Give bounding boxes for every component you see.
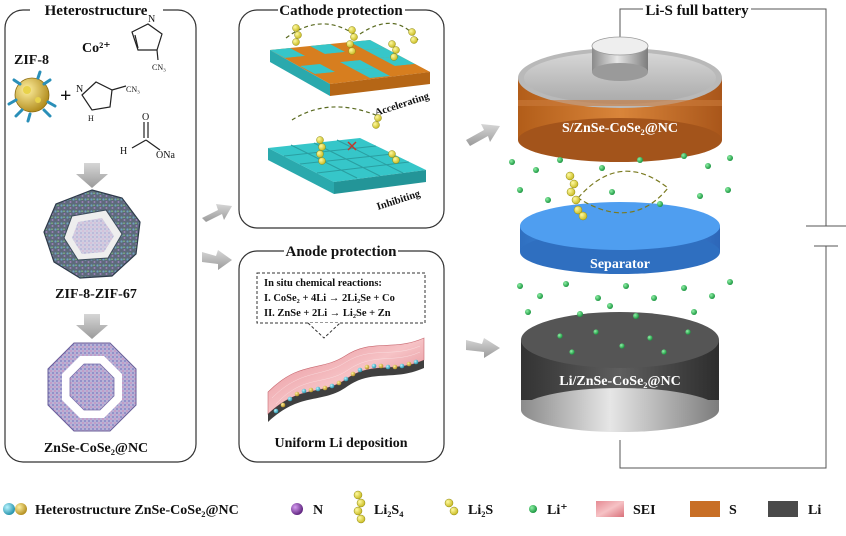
- polysulfide-cluster-accelerating: [292, 24, 418, 61]
- sodium-formate-molecule: [131, 122, 161, 151]
- cathode-protection-panel: Cathode protection Accelera: [238, 2, 445, 229]
- accelerating-path-1: [285, 23, 355, 39]
- cn3-group-top: CN₃: [152, 63, 166, 72]
- shuttle-path: [577, 170, 669, 214]
- inhibiting-path: [291, 106, 379, 121]
- imidazole-nh-label: H: [88, 114, 94, 123]
- cathode-disc: [518, 36, 722, 162]
- accelerating-label: Accelerating: [374, 91, 432, 119]
- reactions-box: [256, 272, 426, 324]
- polysulfide-cluster-inhibiting: [316, 114, 400, 165]
- legend-n-label: N: [313, 503, 323, 518]
- zif8-label: ZIF-8: [14, 53, 49, 68]
- inhibiting-slab: [268, 138, 426, 194]
- zif8-particle-icon: [7, 70, 57, 123]
- imidazole-n-label-middle: N: [76, 84, 83, 95]
- cobalt-ion-label: Co²⁺: [82, 41, 111, 56]
- legend-li2s-label: Li₂S: [468, 503, 493, 518]
- cathode-title: Cathode protection: [279, 3, 403, 19]
- arrow-to-cathode-disc-icon: [466, 124, 500, 146]
- reactions-title: In situ chemical reactions:: [264, 278, 382, 289]
- anode-disc-label: Li/ZnSe-CoSe₂@NC: [559, 374, 680, 389]
- inhibiting-cross-icon: [347, 141, 357, 151]
- li-deposition-beads: [273, 359, 419, 414]
- polysulfide-cluster-battery: [565, 171, 588, 221]
- formate-o-label: O: [142, 112, 149, 123]
- heterostructure-panel: Heterostructure ZIF-8 + Co²⁺ N CN₃ N H C…: [4, 2, 197, 463]
- inhibiting-label: Inhibiting: [376, 188, 423, 213]
- heterostructure-title: Heterostructure: [45, 3, 148, 19]
- cn3-group-middle: CN₃: [126, 85, 140, 94]
- battery-title: Li-S full battery: [645, 3, 749, 19]
- legend-sei-icon: [596, 501, 624, 517]
- down-arrow-2-icon: [76, 314, 108, 339]
- down-arrow-1-icon: [76, 163, 108, 188]
- separator-disc: [520, 202, 720, 274]
- legend-li-ion-icon: [529, 505, 537, 513]
- imidazole-molecule-middle: [81, 81, 127, 111]
- li-ion-particles: [509, 153, 733, 355]
- legend-li-icon: [768, 501, 798, 517]
- anode-title: Anode protection: [286, 244, 398, 260]
- legend-heterostructure-icon: [3, 503, 27, 515]
- anode-protection-panel: Anode protection In situ chemical reacti…: [238, 243, 445, 463]
- separator-label: Separator: [590, 257, 650, 272]
- plus-sign: +: [60, 85, 71, 107]
- legend-s-label: S: [729, 503, 737, 518]
- external-circuit: [619, 8, 846, 469]
- arrow-to-cathode-icon: [202, 204, 232, 222]
- legend-li-ion-label: Li⁺: [547, 503, 568, 518]
- accelerating-slab: [270, 40, 430, 96]
- cathode-disc-label: S/ZnSe-CoSe₂@NC: [562, 121, 678, 136]
- legend-heterostructure-label: Heterostructure ZnSe-CoSe₂@NC: [35, 503, 239, 518]
- imidazole-molecule-top: [131, 23, 163, 61]
- product-label: ZnSe-CoSe₂@NC: [44, 441, 148, 456]
- reaction-1: I. CoSe₂ + 4Li → 2Li₂Se + Co: [264, 293, 395, 304]
- anode-disc: [521, 312, 719, 432]
- znse-cose2-nc-structure-icon: [47, 342, 137, 432]
- legend: Heterostructure ZnSe-CoSe₂@NC N Li₂S₄ Li…: [3, 490, 821, 524]
- formate-h-label: H: [120, 146, 127, 157]
- legend-n-icon: [291, 503, 303, 515]
- reactions-callout-pointer: [307, 322, 341, 339]
- li-s-battery-assembly: Li-S full battery S/ZnSe-CoSe₂@NC Sepa: [509, 3, 846, 469]
- uniform-deposition-label: Uniform Li deposition: [274, 436, 407, 451]
- imidazole-n-label-top: N: [148, 14, 155, 25]
- formate-ona-label: ONa: [156, 150, 175, 161]
- legend-s-icon: [690, 501, 720, 517]
- arrow-to-anode-disc-icon: [466, 338, 500, 358]
- legend-li2s4-label: Li₂S₄: [374, 503, 404, 518]
- arrow-to-anode-icon: [202, 250, 232, 270]
- sei-layer: [267, 337, 425, 422]
- legend-li-label: Li: [808, 503, 821, 518]
- zif8-zif67-polyhedron-icon: [43, 189, 141, 279]
- legend-li2s4-icon: [353, 490, 366, 524]
- reaction-2: II. ZnSe + 2Li → Li₂Se + Zn: [264, 308, 391, 319]
- zif8-zif67-label: ZIF-8-ZIF-67: [55, 287, 137, 302]
- legend-li2s-icon: [444, 498, 459, 516]
- legend-sei-label: SEI: [633, 503, 656, 518]
